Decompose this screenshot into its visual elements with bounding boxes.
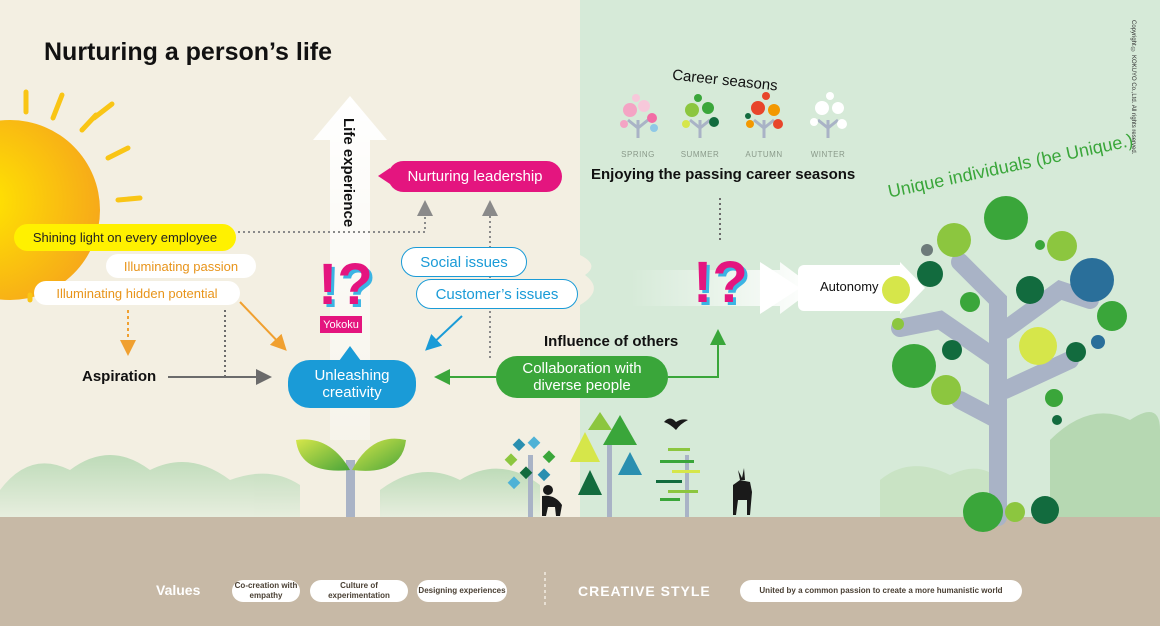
tree-icon [882,196,1127,532]
enjoying-seasons-label: Enjoying the passing career seasons [591,166,856,183]
value-experimentation: Culture of experimentation [310,580,408,602]
spring-tree-icon [620,94,658,138]
sun-icon [0,89,143,303]
autonomy-label: Autonomy [820,279,879,294]
season-spring-label: SPRING [621,150,655,159]
autumn-tree-icon [745,92,783,138]
illuminating-potential-label: Illuminating hidden potential [34,281,240,305]
svg-text:!?: !? [696,253,751,318]
deer-icon [733,468,752,515]
svg-text:!?: !? [693,250,748,315]
autonomy-arrow [900,262,925,314]
winter-tree-icon [810,92,847,138]
page-title: Nurturing a person’s life [44,38,333,66]
creative-style-label: CREATIVE STYLE [578,583,711,599]
seedling-icon [296,438,406,517]
value-cocreation: Co-creation with empathy [232,580,300,602]
collaboration-label: Collaboration with diverse people [496,356,668,398]
copyright: Copyright © KOKUYO Co.,Ltd. All rights r… [1130,20,1136,155]
svg-text:!?: !? [321,255,376,320]
unleashing-creativity-label: Unleashing creativity [288,360,416,408]
monkey-icon [542,485,562,516]
season-winter-label: WINTER [810,150,846,159]
social-issues-label: Social issues [401,247,527,277]
customers-issues-label: Customer’s issues [416,279,578,309]
aspiration-label: Aspiration [82,368,157,385]
life-experience-arrow [313,96,387,440]
summer-tree-icon [682,94,719,138]
influence-of-others-label: Influence of others [544,333,679,350]
value-designing: Designing experiences [417,580,507,602]
illuminating-passion-label: Illuminating passion [106,254,256,278]
shining-light-label: Shining light on every employee [14,224,236,251]
bird-icon [664,418,688,430]
season-summer-label: SUMMER [680,150,720,159]
hills [0,412,1160,520]
leadership-pointer [378,168,390,184]
svg-text:!?: !? [318,252,373,317]
values-label: Values [156,582,201,598]
creative-style-text: United by a common passion to create a m… [740,580,1022,602]
nurturing-leadership-label: Nurturing leadership [388,161,562,192]
ground [0,517,1160,626]
yokoku-label: Yokoku [320,316,362,333]
life-experience-label: Life experience [340,118,357,228]
season-autumn-label: AUTUMN [745,150,783,159]
season-trees [620,92,847,138]
exclamation-question-icon: !? !? [318,252,376,320]
exclamation-question-icon-2: !? !? [693,250,751,318]
